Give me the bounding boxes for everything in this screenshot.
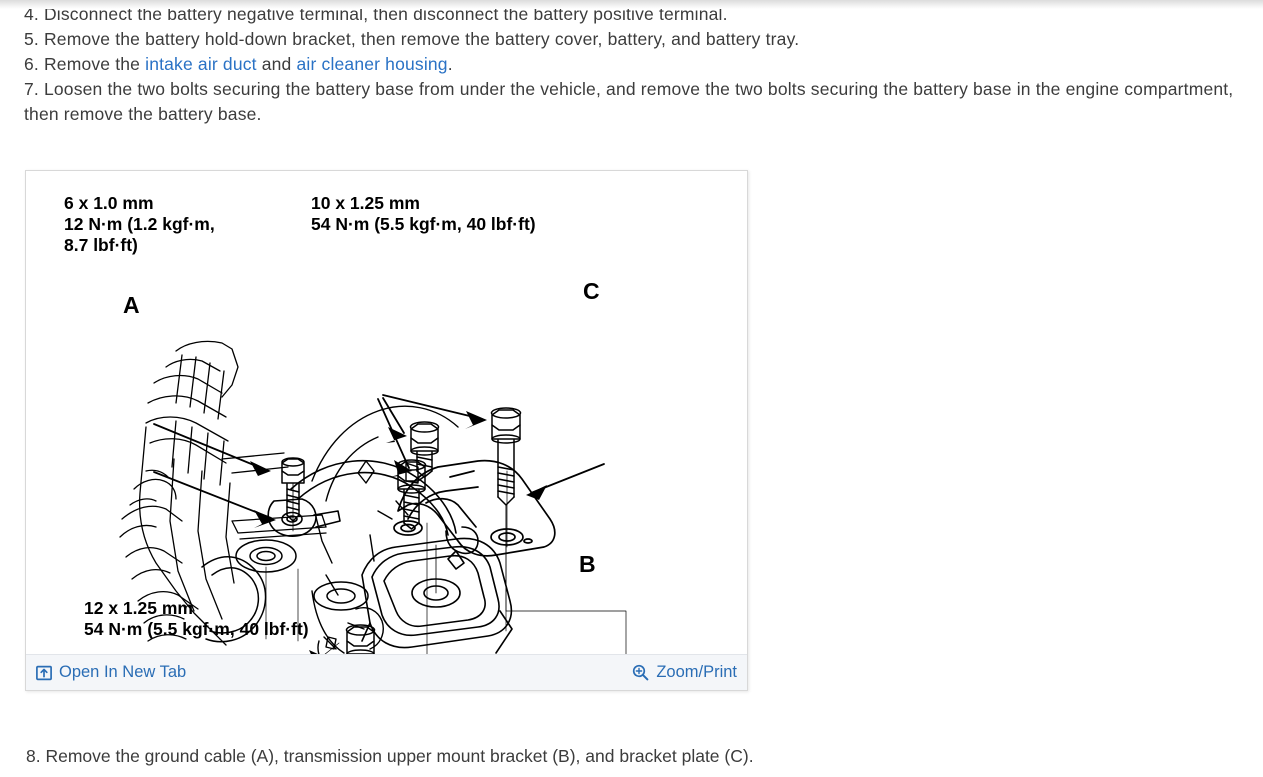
spec-top-right-line-2: 54 N·m (5.5 kgf·m, 40 lbf·ft) [311,214,536,234]
spec-top-right-line-1: 10 x 1.25 mm [311,193,420,213]
retainer-clip [317,636,337,654]
arrowheads [250,411,547,654]
step-6-mid: and [256,54,297,74]
step-7-text: 7. Loosen the two bolts securing the bat… [24,79,1234,124]
zoom-print-button[interactable]: Zoom/Print [632,663,737,682]
technical-diagram[interactable]: 6 x 1.0 mm 12 N·m (1.2 kgf·m, 8.7 lbf·ft… [26,171,747,654]
open-in-new-tab-icon [36,665,52,681]
spec-bottom-left-line-1: 12 x 1.25 mm [84,598,193,618]
link-air-cleaner-housing[interactable]: air cleaner housing [296,54,448,74]
callout-label-b: B [579,551,596,577]
magnifier-plus-icon [632,664,649,681]
step-item-5: 5. Remove the battery hold-down bracket,… [24,27,1239,52]
open-in-new-tab-button[interactable]: Open In New Tab [36,663,186,682]
procedure-steps: 4. Disconnect the battery negative termi… [24,2,1239,127]
zoom-print-label: Zoom/Print [656,663,737,681]
figure-toolbar: Open In New Tab Zoom/Print [26,654,747,690]
spec-top-left-line-2: 12 N·m (1.2 kgf·m, [64,214,215,234]
figure-card: 6 x 1.0 mm 12 N·m (1.2 kgf·m, 8.7 lbf·ft… [25,170,748,691]
spec-top-left-line-1: 6 x 1.0 mm [64,193,154,213]
step-4-text: 4. Disconnect the battery negative termi… [24,4,728,24]
transmission-housing [311,405,459,596]
step-5-text: 5. Remove the battery hold-down bracket,… [24,29,800,49]
step-item-4: 4. Disconnect the battery negative termi… [24,2,1239,27]
link-intake-air-duct[interactable]: intake air duct [145,54,257,74]
callout-label-a: A [123,292,140,318]
step-6-suffix: . [447,54,453,74]
bolt-12x1.25-left [345,624,376,654]
callout-label-c: C [583,278,600,304]
diagram-torque-spec-top-left: 6 x 1.0 mm 12 N·m (1.2 kgf·m, 8.7 lbf·ft… [64,193,215,255]
spec-top-left-line-3: 8.7 lbf·ft) [64,235,138,255]
step-item-6: 6. Remove the intake air duct and air cl… [24,52,1239,77]
projection-lines [265,470,627,654]
engine-block-outline [119,340,239,646]
diagram-torque-spec-bottom-left: 12 x 1.25 mm 54 N·m (5.5 kgf·m, 40 lbf·f… [84,598,309,639]
bolt-10x1.25-upper [409,421,440,478]
coolant-hose [201,556,267,643]
step-8-text: 8. Remove the ground cable (A), transmis… [26,746,754,766]
engine-boss-lower [313,581,369,611]
open-in-new-tab-label: Open In New Tab [59,663,187,681]
diagram-torque-spec-top-right: 10 x 1.25 mm 54 N·m (5.5 kgf·m, 40 lbf·f… [311,193,536,234]
step-item-7: 7. Loosen the two bolts securing the bat… [24,77,1239,127]
step-item-8: 8. Remove the ground cable (A), transmis… [26,744,754,768]
step-6-prefix: 6. Remove the [24,54,146,74]
diagram-svg: 6 x 1.0 mm 12 N·m (1.2 kgf·m, 8.7 lbf·ft… [26,171,747,654]
spec-bottom-left-line-2: 54 N·m (5.5 kgf·m, 40 lbf·ft) [84,619,309,639]
transmission-mount [361,537,513,654]
bolt-6x1.0 [281,457,305,532]
